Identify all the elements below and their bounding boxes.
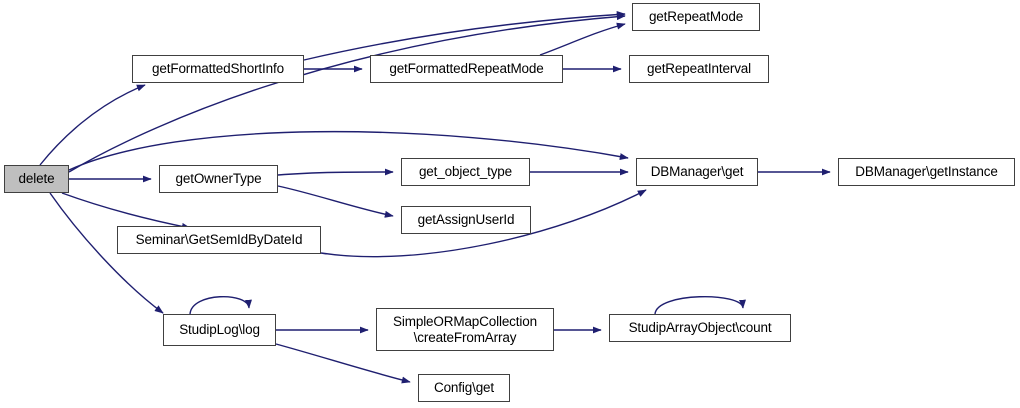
node-dbmanager-getinstance-label: DBManager\getInstance (855, 164, 998, 180)
node-getrepeatmode[interactable]: getRepeatMode (632, 3, 760, 31)
node-getformattedrepeatmode[interactable]: getFormattedRepeatMode (370, 55, 563, 83)
node-studiplog-log-label: StudipLog\log (179, 322, 260, 338)
node-getformattedshortinfo-label: getFormattedShortInfo (152, 61, 284, 77)
node-getassignuserid-label: getAssignUserId (417, 212, 515, 228)
edge-delete-seminargetsemidbydateid (61, 192, 191, 230)
edge-getformattedrepeatmode-getrepeatmode (539, 22, 626, 56)
node-getformattedrepeatmode-label: getFormattedRepeatMode (389, 61, 544, 77)
node-simpleormapcollection-createfromarray-label: SimpleORMapCollection \createFromArray (393, 314, 537, 345)
node-getownertype[interactable]: getOwnerType (159, 165, 278, 193)
node-studiplog-log[interactable]: StudipLog\log (163, 314, 276, 346)
node-seminar-getsemidbydateid-label: Seminar\GetSemIdByDateId (135, 232, 303, 248)
node-getformattedshortinfo[interactable]: getFormattedShortInfo (132, 55, 304, 83)
node-dbmanager-get[interactable]: DBManager\get (636, 158, 758, 186)
node-studiparrayobject-count-label: StudipArrayObject\count (628, 320, 772, 336)
edge-studiploglog-self (189, 296, 252, 315)
node-get-object-type[interactable]: get_object_type (401, 158, 530, 186)
node-simpleormapcollection-createfromarray[interactable]: SimpleORMapCollection \createFromArray (376, 308, 554, 351)
node-getownertype-label: getOwnerType (175, 171, 262, 187)
edge-getownertype-getassignuserid (277, 185, 394, 218)
node-config-get-label: Config\get (433, 380, 495, 396)
node-config-get[interactable]: Config\get (418, 374, 510, 402)
edge-getownertype-get_object_type (277, 168, 394, 176)
node-delete-label: delete (18, 171, 55, 187)
node-getrepeatinterval-label: getRepeatInterval (646, 61, 752, 77)
node-delete[interactable]: delete (4, 165, 69, 193)
node-getrepeatmode-label: getRepeatMode (648, 9, 744, 25)
edge-getformattedshortinfo-getrepeatmode (303, 11, 626, 61)
edge-delete-getrepeatmode (68, 13, 626, 173)
node-seminar-getsemidbydateid[interactable]: Seminar\GetSemIdByDateId (117, 226, 321, 254)
node-getassignuserid[interactable]: getAssignUserId (401, 206, 531, 234)
edge-delete-dbmanagerget (68, 130, 629, 171)
edge-studiparrayobjectcount-self (654, 296, 746, 315)
node-dbmanager-get-label: DBManager\get (650, 164, 744, 180)
node-dbmanager-getinstance[interactable]: DBManager\getInstance (838, 158, 1015, 186)
node-get-object-type-label: get_object_type (418, 164, 513, 180)
node-studiparrayobject-count[interactable]: StudipArrayObject\count (609, 314, 791, 342)
edge-delete-getformattedshortinfo (39, 84, 146, 166)
node-getrepeatinterval[interactable]: getRepeatInterval (629, 55, 769, 83)
